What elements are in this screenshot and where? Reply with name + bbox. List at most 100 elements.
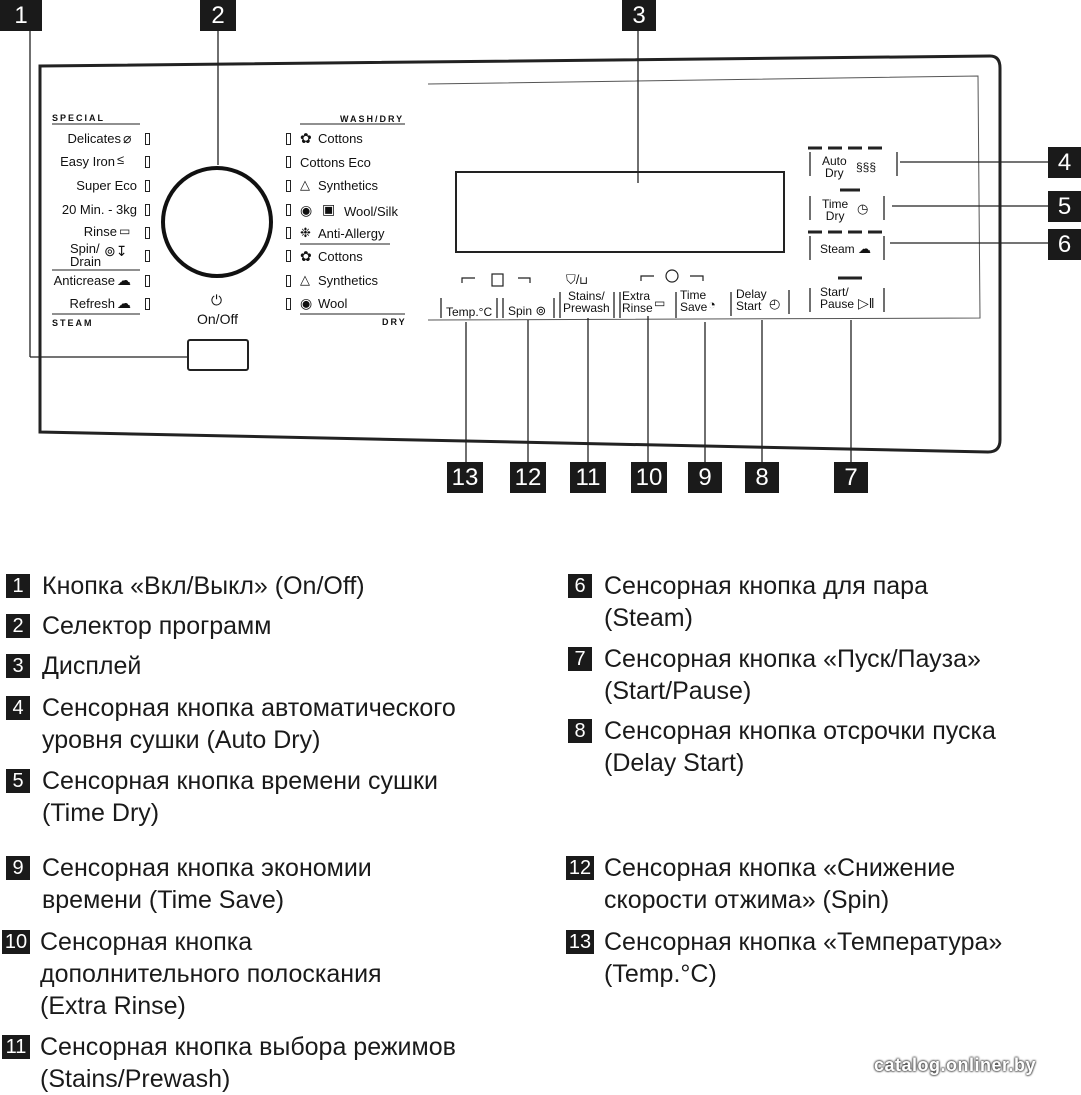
- program-cottons-dry: Cottons: [318, 249, 363, 264]
- wool-icon: ◉: [300, 202, 313, 218]
- on-off-label: On/Off: [197, 311, 238, 327]
- control-panel-diagram: 1 2 3 4 5 6 7 8 9 10 11 12 13 SPECIAL De…: [0, 0, 1081, 500]
- program-indicator: [286, 133, 291, 145]
- triangle-icon: △: [300, 272, 310, 287]
- extra-rinse-button[interactable]: Extra Rinse: [622, 290, 653, 314]
- program-delicates: Delicates: [67, 131, 121, 146]
- program-indicator: [145, 204, 150, 216]
- legend-text: Сенсорная кнопка дополнительного полоска…: [40, 928, 382, 1020]
- delay-label: Delay: [736, 287, 767, 301]
- auto-label: Auto: [822, 154, 847, 168]
- legend-item-5: 5 Сенсорная кнопка времени сушки (Time D…: [6, 765, 438, 829]
- steam-waves-icon: §§§: [856, 160, 877, 174]
- auto-dry-button[interactable]: Auto Dry: [822, 155, 847, 179]
- washdry-header: WASH/DRY: [340, 114, 405, 124]
- legend-item-1: 1 Кнопка «Вкл/Выкл» (On/Off): [6, 570, 365, 602]
- program-cottons: Cottons: [318, 131, 363, 146]
- legend-number: 4: [6, 696, 30, 720]
- legend-item-2: 2 Селектор программ: [6, 610, 271, 642]
- startslash-label: Start/: [820, 285, 849, 299]
- spin-button[interactable]: Spin ⊚: [508, 303, 547, 318]
- spin-icon: ⊚: [535, 303, 547, 318]
- program-indicator: [286, 204, 291, 216]
- callout-11: 11: [570, 462, 606, 493]
- program-indicator: [286, 250, 291, 262]
- panel-outline: [29, 30, 1048, 462]
- program-indicator: [286, 180, 291, 192]
- time-dry-button[interactable]: Time Dry: [822, 198, 848, 222]
- legend-number: 10: [2, 930, 30, 954]
- callout-9: 9: [688, 462, 722, 493]
- temp-button[interactable]: Temp.°C: [446, 306, 492, 318]
- start-pause-button[interactable]: Start/ Pause: [820, 286, 854, 310]
- legend-text: Сенсорная кнопка отсрочки пуска (Delay S…: [604, 717, 996, 777]
- iron-icon: ≤: [117, 152, 125, 167]
- extra-label: Extra: [622, 289, 651, 303]
- time-save-button[interactable]: Time Save: [680, 289, 707, 313]
- delay-start-button[interactable]: Delay Start: [736, 288, 767, 312]
- steam-button[interactable]: Steam ☁: [820, 241, 872, 256]
- legend-number: 7: [568, 647, 592, 671]
- anti-allergy-icon: ❉: [300, 225, 311, 240]
- callout-8: 8: [745, 462, 779, 493]
- program-wool-dry: Wool: [318, 296, 348, 311]
- steam-label: Steam: [820, 242, 855, 256]
- legend-item-9: 9 Сенсорная кнопка экономии времени (Tim…: [6, 852, 372, 916]
- program-spin: Spin/: [70, 241, 100, 256]
- program-indicator: [145, 275, 150, 287]
- stain-shirt-icon: ⛉/⊔: [566, 272, 588, 287]
- start-label: Start: [736, 299, 762, 313]
- callout-7: 7: [834, 462, 868, 493]
- feather-icon: ⌀: [123, 130, 132, 146]
- program-synthetics-dry: Synthetics: [318, 273, 378, 288]
- program-refresh: Refresh: [69, 296, 115, 311]
- legend-text: Селектор программ: [42, 612, 272, 640]
- legend-item-4: 4 Сенсорная кнопка автоматического уровн…: [6, 692, 456, 756]
- on-off-button[interactable]: [187, 339, 249, 371]
- steam-cloud-icon: ☁: [117, 272, 131, 288]
- cotton-icon: ✿: [300, 248, 312, 264]
- display-screen: [455, 171, 785, 253]
- legend-number: 1: [6, 574, 30, 598]
- program-selector-dial[interactable]: [161, 166, 273, 278]
- program-synthetics: Synthetics: [318, 178, 378, 193]
- program-indicator: [286, 227, 291, 239]
- program-easy-iron: Easy Iron: [60, 154, 115, 169]
- program-drain: Drain: [70, 254, 102, 269]
- dry-header: DRY: [382, 317, 407, 327]
- power-icon: ⏻: [211, 292, 223, 308]
- legend-text: Сенсорная кнопка «Пуск/Пауза» (Start/Pau…: [604, 645, 981, 705]
- program-indicator: [145, 250, 150, 262]
- legend-item-3: 3 Дисплей: [6, 650, 141, 682]
- play-pause-icon: ▷‖: [858, 295, 875, 311]
- legend-number: 13: [566, 930, 594, 954]
- handwash-icon: ▣: [322, 201, 336, 217]
- legend-text: Кнопка «Вкл/Выкл» (On/Off): [42, 572, 365, 600]
- cotton-icon: ✿: [300, 130, 312, 146]
- extra-rinse-icon: ▭: [654, 296, 666, 310]
- stains-prewash-button[interactable]: Stains/ Prewash: [563, 290, 610, 314]
- callout-4: 4: [1048, 147, 1081, 178]
- legend-number: 11: [2, 1035, 30, 1059]
- legend-text: Сенсорная кнопка времени сушки (Time Dry…: [42, 767, 438, 827]
- delay-clock-icon: ◴: [769, 296, 781, 311]
- time-dry-label: Time: [822, 197, 849, 211]
- triangle-icon: △: [300, 177, 310, 192]
- legend-number: 2: [6, 614, 30, 638]
- program-indicator: [286, 275, 291, 287]
- callout-10: 10: [631, 462, 667, 493]
- legend-number: 8: [568, 719, 592, 743]
- legend-item-11: 11 Сенсорная кнопка выбора режимов (Stai…: [2, 1031, 456, 1095]
- program-super-eco: Super Eco: [76, 178, 137, 193]
- callout-13: 13: [447, 462, 483, 493]
- program-wool-silk: Wool/Silk: [344, 204, 398, 219]
- program-indicator: [145, 133, 150, 145]
- legend-text: Сенсорная кнопка автоматического уровня …: [42, 694, 456, 754]
- legend-text: Дисплей: [42, 652, 142, 680]
- temp-label: Temp.°C: [446, 305, 493, 319]
- special-header: SPECIAL: [52, 113, 106, 123]
- time-label: Time: [680, 288, 707, 302]
- dry-clock-icon: ◷: [857, 201, 869, 216]
- steam-cloud-icon: ☁: [858, 241, 872, 256]
- program-indicator: [145, 227, 150, 239]
